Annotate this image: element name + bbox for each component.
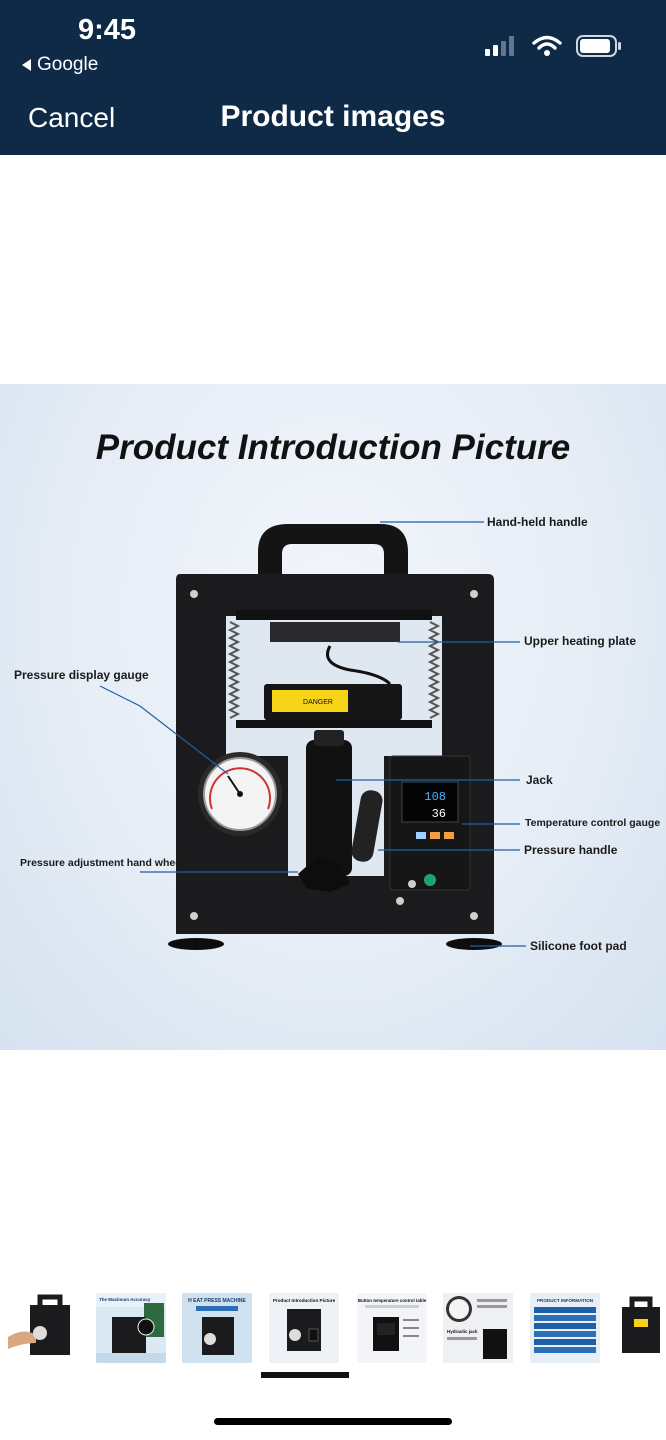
thumbnail-8[interactable] <box>614 1293 666 1363</box>
wifi-icon <box>532 35 562 56</box>
foot-pad-right <box>446 938 502 950</box>
battery-icon <box>576 35 621 57</box>
main-product-image[interactable]: Product Introduction Picture DANGER <box>0 384 666 1050</box>
callout-pressure-handle: Pressure handle <box>524 843 618 857</box>
thumbnail-1[interactable] <box>8 1293 78 1363</box>
thumbnail-2[interactable]: The Maximum Accuracy <box>96 1293 166 1363</box>
callout-lines <box>99 521 526 947</box>
danger-text: DANGER <box>303 699 333 706</box>
control-panel <box>389 755 471 891</box>
svg-text:H EAT PRESS MACHINE: H EAT PRESS MACHINE <box>188 1298 246 1304</box>
upper-plate <box>270 622 400 642</box>
thumbnail-strip: The Maximum Accuracy H EAT PRESS MACHINE… <box>0 1290 666 1365</box>
svg-text:Product Introduction Picture: Product Introduction Picture <box>273 1298 336 1303</box>
svg-text:Hydraulic jack: Hydraulic jack <box>447 1329 478 1334</box>
power-indicator <box>424 874 436 886</box>
product-image-title: Product Introduction Picture <box>95 428 571 467</box>
callout-temperature-control-gauge: Temperature control gauge <box>525 817 661 829</box>
status-time: 9:45 <box>78 14 137 46</box>
thumbnail-4[interactable]: Product Introduction Picture <box>269 1293 339 1363</box>
svg-text:36: 36 <box>432 807 446 821</box>
page-title: Product images <box>220 100 446 133</box>
callout-hand-held-handle: Hand-held handle <box>487 515 588 529</box>
back-app-label: Google <box>37 54 99 75</box>
svg-text:PRODUCT INFORMATION: PRODUCT INFORMATION <box>537 1298 594 1303</box>
svg-text:Button temperature control tab: Button temperature control table <box>358 1298 427 1303</box>
springs <box>227 621 441 719</box>
heat-press-illustration: DANGER 108 36 <box>99 521 526 950</box>
callout-silicone-foot-pad: Silicone foot pad <box>530 939 627 953</box>
hand-wheel <box>298 856 350 892</box>
back-to-app-link[interactable]: Google <box>22 54 98 76</box>
svg-text:The Maximum Accuracy: The Maximum Accuracy <box>99 1297 151 1302</box>
thumbnail-3[interactable]: H EAT PRESS MACHINE <box>182 1293 252 1363</box>
handle-shape <box>258 524 408 580</box>
danger-sticker <box>272 690 348 712</box>
back-triangle-icon <box>22 59 31 71</box>
foot-pad-left <box>168 938 224 950</box>
thumbnail-6[interactable]: Hydraulic jack <box>443 1293 513 1363</box>
selected-thumbnail-indicator <box>261 1372 349 1378</box>
cancel-button[interactable]: Cancel <box>28 102 116 133</box>
status-icons <box>484 34 622 58</box>
callout-upper-heating-plate: Upper heating plate <box>524 634 637 648</box>
thumbnail-7[interactable]: PRODUCT INFORMATION <box>530 1293 600 1363</box>
callout-pressure-display-gauge: Pressure display gauge <box>14 668 149 682</box>
svg-text:108: 108 <box>424 790 446 804</box>
callout-jack: Jack <box>526 773 553 787</box>
signal-icon <box>485 36 514 56</box>
home-indicator <box>214 1418 452 1425</box>
thumbnail-5[interactable]: Button temperature control table <box>357 1293 427 1363</box>
top-navigation-bar: 9:45 Google Cancel Product images <box>0 0 666 155</box>
jack-body <box>306 740 352 876</box>
pressure-handle <box>351 790 383 862</box>
callout-pressure-adjustment-hand-wheel: Pressure adjustment hand wheel <box>20 857 184 869</box>
